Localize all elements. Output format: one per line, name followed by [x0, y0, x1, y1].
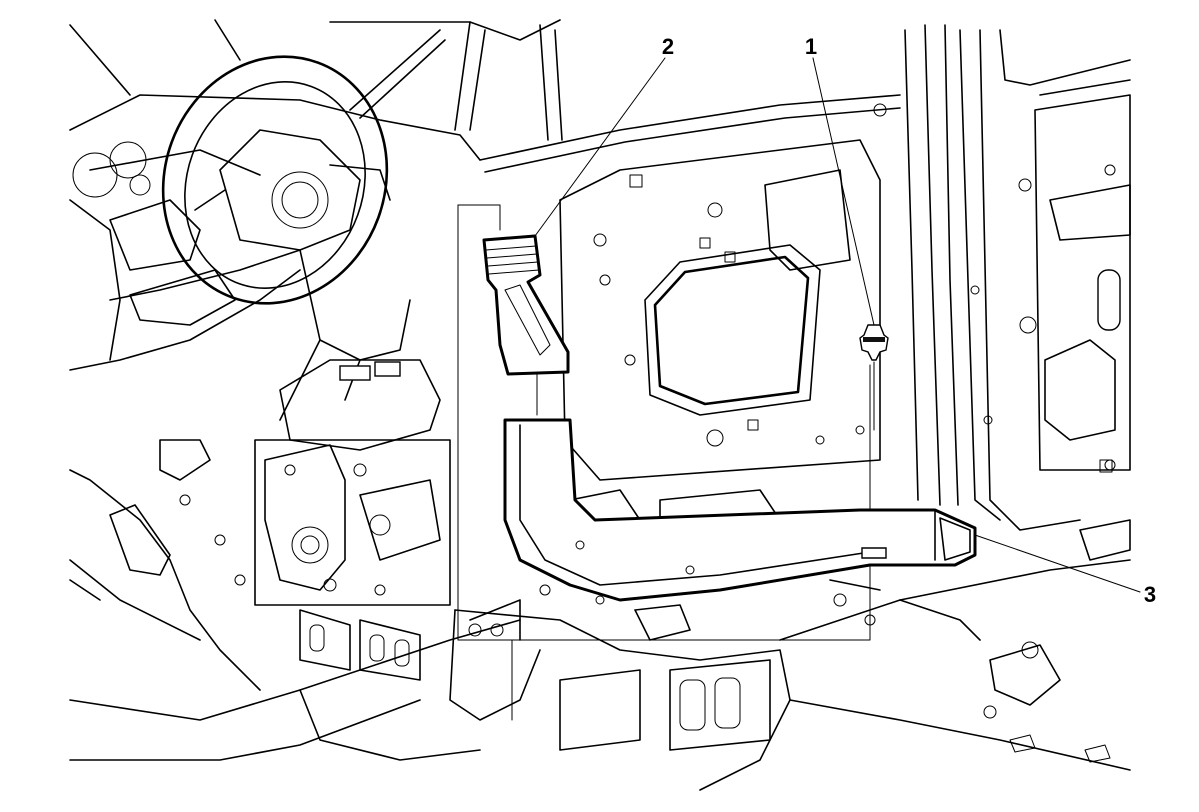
- retainer-clip: [859, 324, 889, 559]
- callout-labels: 2 1 3: [662, 34, 1156, 607]
- vehicle-body-structure: [69, 19, 1131, 791]
- callout-label-2: 2: [662, 34, 674, 59]
- callout-label-3: 3: [1144, 582, 1156, 607]
- callout-leaders: [534, 57, 1141, 593]
- upper-air-duct: [482, 234, 570, 416]
- lower-air-duct: [503, 418, 977, 602]
- callout-label-1: 1: [805, 34, 817, 59]
